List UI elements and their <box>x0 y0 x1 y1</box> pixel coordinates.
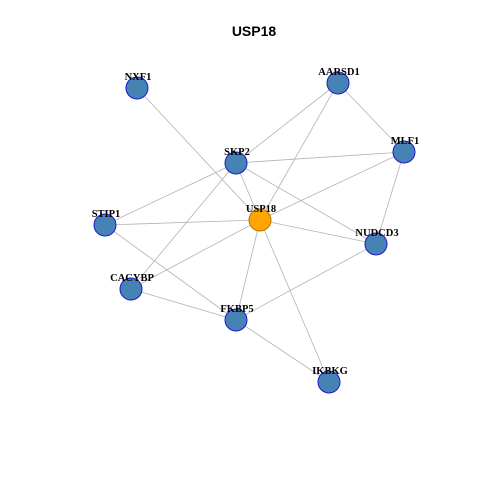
node-label-skp2: SKP2 <box>224 147 250 158</box>
node-stip1: STIP1 <box>92 209 121 237</box>
node-circle-usp18 <box>248 208 272 232</box>
edge-usp18-fkbp5 <box>235 219 261 321</box>
edge-aarsd1-usp18 <box>259 82 339 221</box>
node-usp18: USP18 <box>246 204 276 232</box>
node-label-fkbp5: FKBP5 <box>220 304 253 315</box>
node-circle-nxf1 <box>125 76 149 100</box>
node-nxf1: NXF1 <box>125 72 152 100</box>
node-aarsd1: AARSD1 <box>318 67 360 95</box>
node-label-usp18: USP18 <box>246 204 276 215</box>
node-circle-stip1 <box>93 213 117 237</box>
node-mlf1: MLF1 <box>391 136 420 164</box>
edge-skp2-nudcd3 <box>235 162 377 245</box>
edge-stip1-usp18 <box>104 219 261 226</box>
node-nudcd3: NUDCD3 <box>355 228 399 256</box>
node-label-cacybp: CACYBP <box>110 273 154 284</box>
node-circle-mlf1 <box>392 140 416 164</box>
node-circle-fkbp5 <box>224 308 248 332</box>
edge-skp2-mlf1 <box>235 151 405 164</box>
edge-nxf1-usp18 <box>136 87 261 221</box>
node-circle-ikbkg <box>317 370 341 394</box>
edge-aarsd1-mlf1 <box>337 82 405 153</box>
edge-nudcd3-fkbp5 <box>235 243 377 321</box>
edge-usp18-nudcd3 <box>259 219 377 245</box>
edges-layer <box>104 82 405 383</box>
node-circle-cacybp <box>119 277 143 301</box>
edge-aarsd1-skp2 <box>235 82 339 164</box>
edge-skp2-stip1 <box>104 162 237 226</box>
edge-cacybp-fkbp5 <box>130 288 237 321</box>
edge-mlf1-usp18 <box>259 151 405 221</box>
node-circle-nudcd3 <box>364 232 388 256</box>
node-circle-aarsd1 <box>326 71 350 95</box>
graph-title: USP18 <box>232 23 277 39</box>
node-label-nudcd3: NUDCD3 <box>355 228 398 239</box>
edge-mlf1-nudcd3 <box>375 151 405 245</box>
node-fkbp5: FKBP5 <box>220 304 254 332</box>
edge-usp18-cacybp <box>130 219 261 290</box>
node-label-stip1: STIP1 <box>92 209 121 220</box>
node-skp2: SKP2 <box>224 147 250 175</box>
node-label-ikbkg: IKBKG <box>312 366 348 377</box>
edge-usp18-ikbkg <box>259 219 330 383</box>
edge-stip1-fkbp5 <box>104 224 237 321</box>
edge-skp2-cacybp <box>130 162 237 290</box>
node-ikbkg: IKBKG <box>312 366 348 394</box>
node-circle-skp2 <box>224 151 248 175</box>
node-cacybp: CACYBP <box>110 273 154 301</box>
node-label-mlf1: MLF1 <box>391 136 420 147</box>
edge-fkbp5-ikbkg <box>235 319 330 383</box>
node-label-aarsd1: AARSD1 <box>318 67 359 78</box>
node-label-nxf1: NXF1 <box>125 72 152 83</box>
